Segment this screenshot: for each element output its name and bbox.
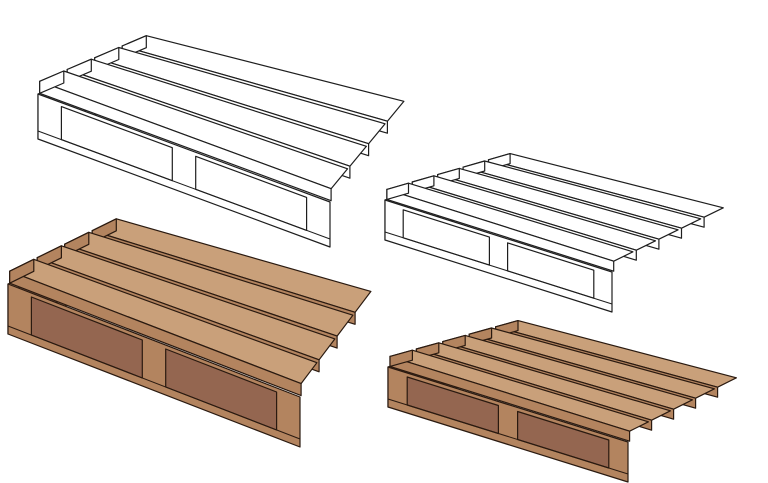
pallet-outline-large (37, 35, 405, 248)
plank-end (39, 70, 65, 94)
pallet-outline-small (384, 153, 724, 313)
pallet-wood-small (387, 320, 738, 483)
plank-end (386, 182, 410, 200)
plank-end (9, 258, 35, 284)
pallet-wood-large (7, 218, 372, 448)
bottom-board-edge (7, 325, 301, 440)
bottom-board-edge (37, 130, 331, 240)
plank-end (389, 349, 413, 367)
bottom-board-edge (387, 398, 629, 475)
bottom-board-edge (384, 231, 613, 305)
